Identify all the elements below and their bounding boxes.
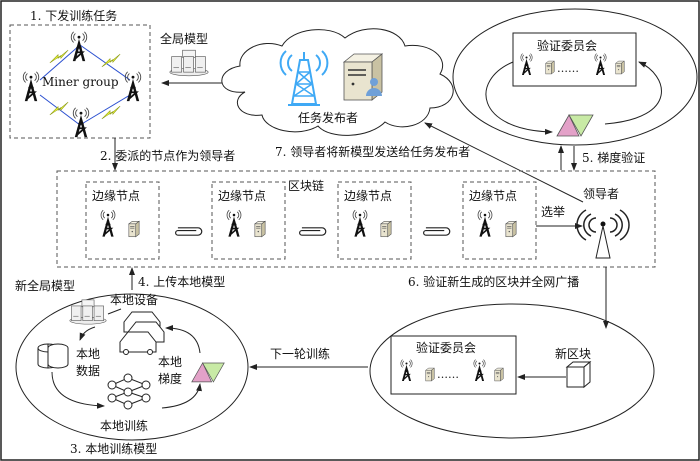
step-3-label: 3. 本地训练模型 — [70, 441, 157, 456]
edge-node: 边缘节点 — [337, 181, 412, 260]
step-6-label: 6. 验证新生成的区块并全网广播 — [408, 274, 579, 289]
new-block-label: 新区块 — [555, 346, 591, 361]
next-round-label: 下一轮训练 — [270, 346, 330, 361]
edge-node: 边缘节点 — [211, 181, 286, 260]
local-training-ellipse — [15, 293, 249, 441]
step-7-arrow — [424, 122, 584, 203]
server-icon — [615, 60, 625, 75]
database-icon — [37, 343, 69, 369]
server-icon — [254, 220, 266, 238]
global-model-label: 全局模型 — [160, 31, 208, 46]
new-global-model-label: 新全局模型 — [15, 278, 75, 293]
server-icon — [380, 220, 392, 238]
chain-link-icon — [175, 227, 203, 236]
edge-node: 边缘节点 — [85, 181, 160, 260]
local-data-label-1: 本地 — [76, 347, 100, 361]
data-to-train-arrow — [51, 371, 105, 409]
step-5-label: 5. 梯度验证 — [582, 150, 645, 165]
server-icon — [545, 60, 555, 75]
miner-group-label: Miner group — [42, 75, 119, 89]
tower-icon — [226, 209, 242, 238]
server-icon — [425, 367, 435, 382]
bottom-committee-ellipsis: …… — [437, 368, 459, 381]
leader-antenna-icon — [576, 209, 630, 259]
new-block-icon — [565, 360, 592, 389]
miner-network — [22, 30, 142, 138]
task-publisher-label: 任务发布者 — [298, 110, 358, 125]
publisher-server-icon — [342, 53, 384, 101]
top-committee-label: 验证委员会 — [537, 38, 597, 53]
chain-link-icon — [299, 227, 327, 236]
server-icon — [128, 220, 140, 238]
blue-tower-icon — [279, 50, 329, 106]
top-verification-ellipse — [452, 8, 698, 146]
tower-icon — [72, 106, 90, 138]
step-4-label: 4. 上传本地模型 — [138, 274, 225, 289]
tower-icon — [352, 209, 368, 238]
global-model-icon — [169, 49, 209, 77]
tower-icon — [22, 70, 40, 102]
blockchain-box — [56, 170, 656, 268]
local-device-label: 本地设备 — [110, 293, 158, 307]
task-publisher-cloud — [221, 28, 454, 136]
server-icon — [505, 220, 517, 238]
edge-node-label: 边缘节点 — [92, 189, 140, 203]
gradient-icon — [556, 114, 594, 137]
tower-icon — [70, 30, 88, 62]
top-committee-ellipsis: …… — [557, 62, 579, 75]
tower-icon — [100, 209, 116, 238]
gradient-to-device-arrow — [165, 325, 201, 354]
tower-icon — [477, 209, 493, 238]
leader-label: 领导者 — [583, 187, 619, 201]
edge-node: 边缘节点 — [462, 181, 537, 260]
lightning-icon — [49, 49, 69, 64]
lightning-icon — [101, 53, 121, 68]
step-7-label: 7. 领导者将新模型发送给任务发布者 — [275, 144, 470, 159]
committee-to-gradient-arrow — [485, 61, 553, 135]
local-data-label-2: 数据 — [76, 363, 100, 378]
step-1-label: 1. 下发训练任务 — [30, 8, 117, 23]
lightning-icon — [101, 105, 121, 120]
server-icon — [494, 367, 504, 382]
train-to-gradient-arrow — [161, 383, 202, 409]
device-to-data-arrow — [79, 326, 96, 341]
local-gradient-label-2: 梯度 — [158, 371, 182, 386]
step-2-label: 2. 委派的节点作为领导者 — [100, 148, 235, 163]
bottom-verification-ellipse — [369, 303, 655, 439]
gradient-to-committee-arrow — [604, 61, 662, 125]
local-train-label: 本地训练 — [100, 418, 148, 433]
edge-node-label: 边缘节点 — [218, 189, 266, 203]
top-committee-box — [512, 32, 637, 87]
blockchain-label: 区块链 — [288, 178, 324, 193]
edge-node-label: 边缘节点 — [344, 189, 392, 203]
miner-group-box — [9, 24, 151, 139]
local-gradient-label-1: 本地 — [158, 355, 182, 369]
chain-link-icon — [423, 227, 451, 236]
edge-node-label: 边缘节点 — [469, 189, 517, 203]
vehicles-icon — [119, 311, 165, 355]
election-label: 选举 — [541, 205, 565, 219]
neural-network-icon — [107, 373, 151, 410]
local-gradient-icon — [191, 362, 225, 383]
bottom-committee-label: 验证委员会 — [416, 340, 476, 355]
